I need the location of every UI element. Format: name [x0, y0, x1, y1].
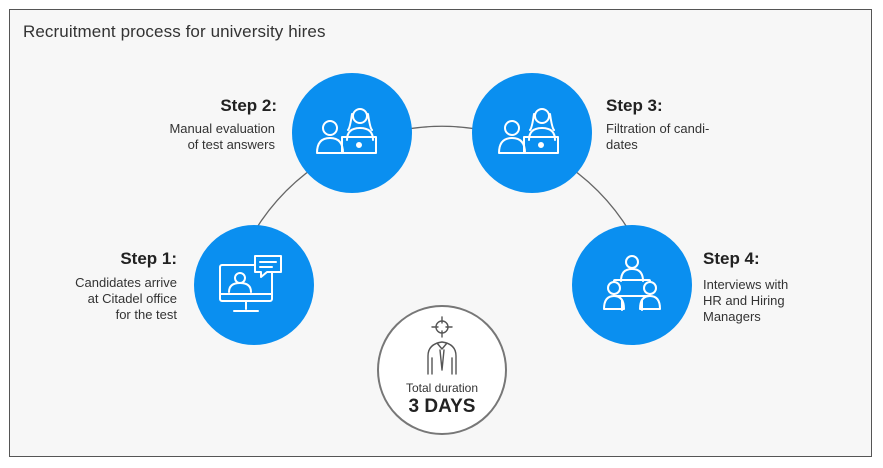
connecting-arc [253, 125, 631, 233]
two-people-desk-icon [498, 108, 559, 154]
step-4-title: Step 4: [703, 249, 760, 268]
step-4-node [572, 225, 692, 345]
target-person-icon [427, 316, 457, 375]
step-4-description: Interviews with HR and Hiring Managers [703, 277, 789, 324]
step-1-title: Step 1: [120, 249, 177, 268]
duration-node [377, 305, 507, 435]
step-1-node [194, 225, 314, 345]
monitor-chat-icon [219, 255, 282, 312]
duration-value: 3 DAYS [408, 396, 476, 417]
step-2-node [292, 73, 412, 193]
step-3-title: Step 3: [606, 96, 663, 115]
duration-label: Total duration [405, 381, 479, 395]
step-2-description: Manual evaluation of test answers [169, 121, 275, 152]
diagram-title: Recruitment process for university hires [23, 22, 326, 41]
two-people-desk-icon [316, 108, 377, 154]
step-1-description: Candidates arrive at Citadel office for … [75, 275, 177, 322]
step-3-description: Filtration of candi- dates [606, 121, 710, 152]
step-3-node [472, 73, 592, 193]
step-2-title: Step 2: [220, 96, 277, 115]
meeting-table-icon [603, 255, 661, 311]
